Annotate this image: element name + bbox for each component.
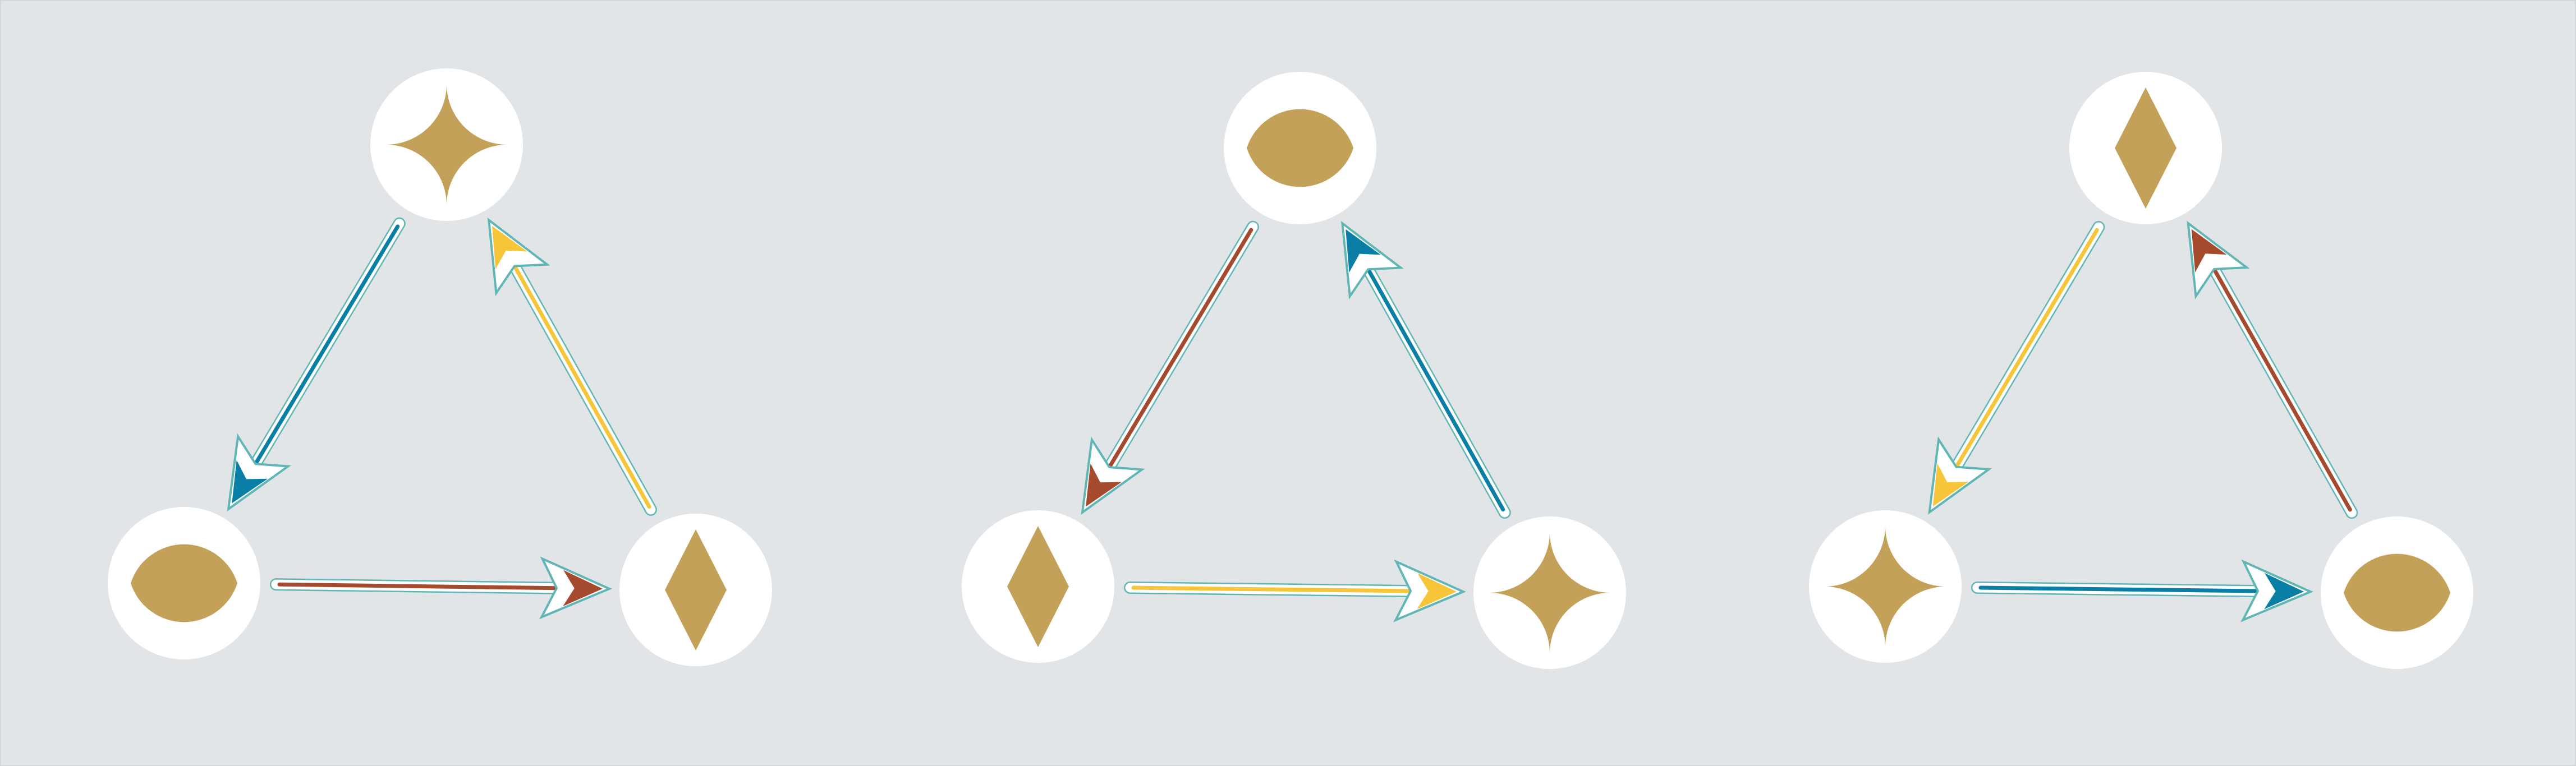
diamond-icon [2115,87,2176,209]
lens-icon [2344,553,2450,632]
node-right [2321,516,2473,669]
node-left [108,507,260,659]
arrow-red [1081,220,1259,515]
node-right [1473,516,1626,669]
node-top [1224,72,1376,224]
star-icon [1489,532,1610,653]
panel-3 [1809,72,2473,669]
lens-icon [1247,109,1353,187]
node-left [962,510,1114,663]
node-top [2069,72,2222,224]
star-icon [1825,526,1946,647]
arrow-blue [1340,220,1511,519]
diamond-icon [1007,526,1069,647]
arrow-blue [227,217,406,512]
arrow-red [2187,220,2358,519]
panel-1 [108,68,772,666]
arrow-yellow [487,218,657,516]
lens-icon [131,544,237,622]
arrow-yellow [1928,221,2105,515]
panel-2 [962,72,1626,669]
node-top [370,68,523,221]
diamond-icon [665,529,727,650]
node-left [1809,510,1962,663]
node-right [619,514,772,666]
arrow-red [269,556,613,620]
star-icon [386,84,507,205]
arrow-yellow [1123,559,1467,622]
arrow-blue [1971,559,2314,622]
